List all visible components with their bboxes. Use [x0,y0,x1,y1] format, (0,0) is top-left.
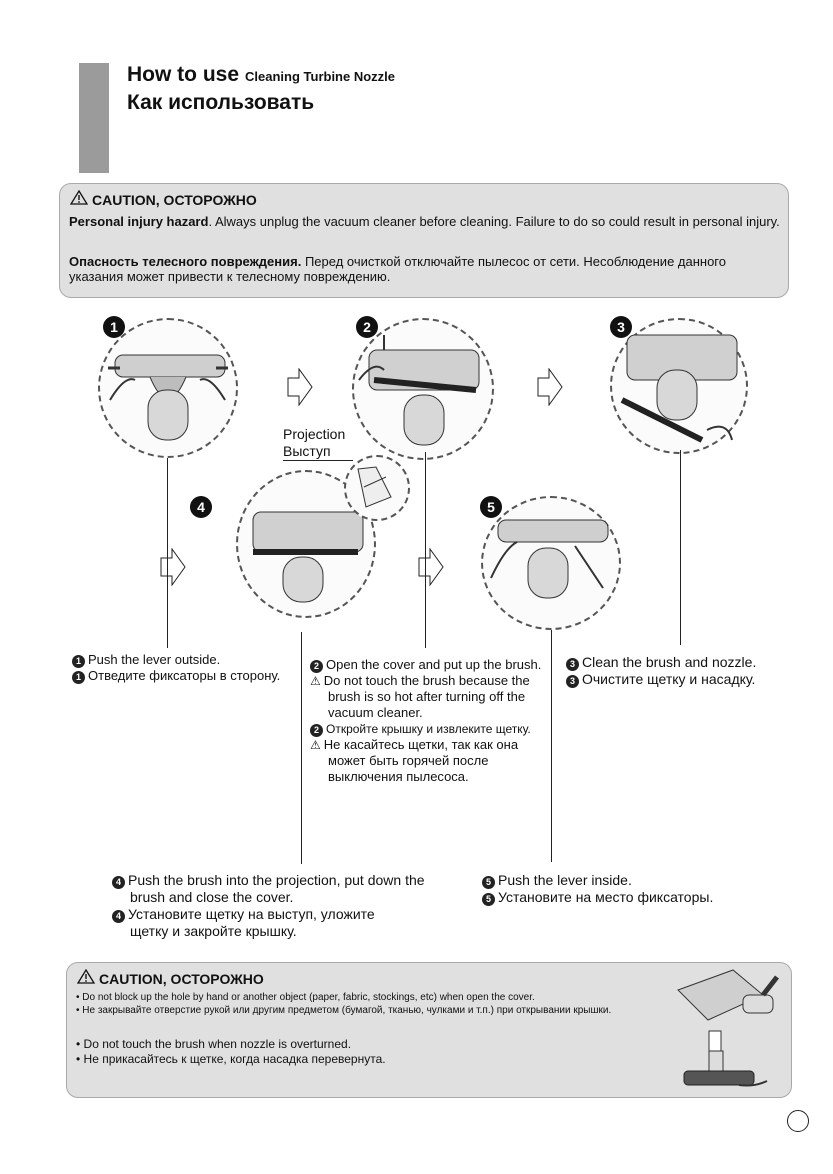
section-side-bar [79,63,109,173]
step1-text-number: 1 [72,655,85,668]
step1-en: Push the lever outside. [88,652,221,667]
step5-ru: Установите на место фиксаторы. [498,889,714,905]
step3-ru: Очистите щетку и насадку. [582,671,756,687]
step4-ru-line1: Установите щетку на выступ, уложите [128,906,375,922]
step3-text-number: 3 [566,658,579,671]
leader-line-step2 [425,452,426,648]
leader-line-step4 [301,632,302,864]
caution-box-bottom: CAUTION, ОСТОРОЖНО • Do not block up the… [66,962,792,1098]
caution-bottom-line2: • Не закрывайте отверстие рукой или друг… [76,1005,612,1016]
step5-en: Push the lever inside. [498,872,632,888]
step2-warn-ru-2: может быть горячей после [328,753,489,768]
flow-arrow-1-2 [287,368,313,406]
page-title: How to use Cleaning Turbine Nozzle [127,63,395,87]
step2-en: Open the cover and put up the brush. [326,657,542,672]
step2-number: 2 [356,316,378,338]
step2-warn-ru-3: выключения пылесоса. [328,769,469,784]
leader-line-step1 [167,458,168,648]
title-en: How to use [127,63,240,86]
projection-detail [344,455,410,521]
caution-title-bottom-text: CAUTION, ОСТОРОЖНО [99,971,264,987]
caution-bottom-line4: • Не прикасайтесь к щетке, когда насадка… [76,1052,386,1066]
step1-number: 1 [103,316,125,338]
step5-text-number-ru: 5 [482,893,495,906]
warning-icon [76,968,96,987]
step2-text-number: 2 [310,660,323,673]
flow-arrow-4-5 [418,548,444,586]
step1-illustration [98,318,238,458]
step2-warn-en-2: brush is so hot after turning off the [328,689,526,704]
step1-text-number-ru: 1 [72,671,85,684]
title-subtitle: Cleaning Turbine Nozzle [245,69,396,84]
caution-illustration-overturned [679,1029,769,1100]
step3-en: Clean the brush and nozzle. [582,654,757,670]
step2-ru: Откройте крышку и извлеките щетку. [326,722,531,736]
page-number-circle [787,1110,809,1132]
step5-illustration [481,496,621,630]
caution-title: CAUTION, ОСТОРОЖНО [69,189,257,208]
step3-number: 3 [610,316,632,338]
step4-en-line2: brush and close the cover. [130,889,294,905]
flow-arrow-1-4 [160,548,186,586]
warning-icon [69,189,89,208]
step2-warn-en-3: vacuum cleaner. [328,705,423,720]
caution-body-ru: Перед очисткой отключайте пылесос от сет… [69,254,726,284]
step1-ru: Отведите фиксаторы в сторону. [88,668,281,683]
warning-icon: ⚠ [310,674,321,688]
step4-en-line1: Push the brush into the projection, put … [128,872,425,888]
step4-number: 4 [190,496,212,518]
step2-text-number-ru: 2 [310,724,323,737]
step4-text-number-ru: 4 [112,910,125,923]
leader-line-step3 [680,450,681,645]
caution-bold-ru: Опасность телесного повреждения. [69,254,302,269]
warning-icon: ⚠ [310,738,321,752]
step5-number: 5 [480,496,502,518]
flow-arrow-2-3 [537,368,563,406]
step2-warn-ru-line1: Не касайтесь щетки, так как она [323,737,519,752]
caution-title-bottom: CAUTION, ОСТОРОЖНО [76,968,264,987]
step3-text-number-ru: 3 [566,675,579,688]
step5-text-number: 5 [482,876,495,889]
caution-bottom-line3: • Do not touch the brush when nozzle is … [76,1037,352,1051]
caution-title-text: CAUTION, ОСТОРОЖНО [92,192,257,208]
caution-box-top: CAUTION, ОСТОРОЖНО Personal injury hazar… [59,183,789,298]
step2-illustration [352,318,494,460]
step3-illustration [610,318,748,454]
step2-warn-en-1: ⚠Do not touch the brush because the [310,673,530,689]
caution-text-ru: Опасность телесного повреждения. Перед о… [69,254,781,284]
step4-text-number: 4 [112,876,125,889]
step4-illustration [236,470,376,618]
step4-ru-line2: щетку и закройте крышку. [130,923,297,939]
step2-warn-ru-1: ⚠Не касайтесь щетки, так как она [310,737,518,753]
projection-label-en: Projection [283,426,346,442]
caution-bold-en: Personal injury hazard [69,214,209,229]
caution-bottom-line1: • Do not block up the hole by hand or an… [76,992,535,1003]
projection-leader-line [283,460,353,461]
leader-line-step5 [551,630,552,862]
step2-warn-en-line1: Do not touch the brush because the [323,673,530,688]
projection-label-ru: Выступ [283,443,331,459]
caution-illustration-cover [673,965,783,1032]
caution-text-en: Personal injury hazard. Always unplug th… [69,214,781,229]
caution-body-en: . Always unplug the vacuum cleaner befor… [208,214,780,229]
page-title-ru: Как использовать [127,91,315,114]
